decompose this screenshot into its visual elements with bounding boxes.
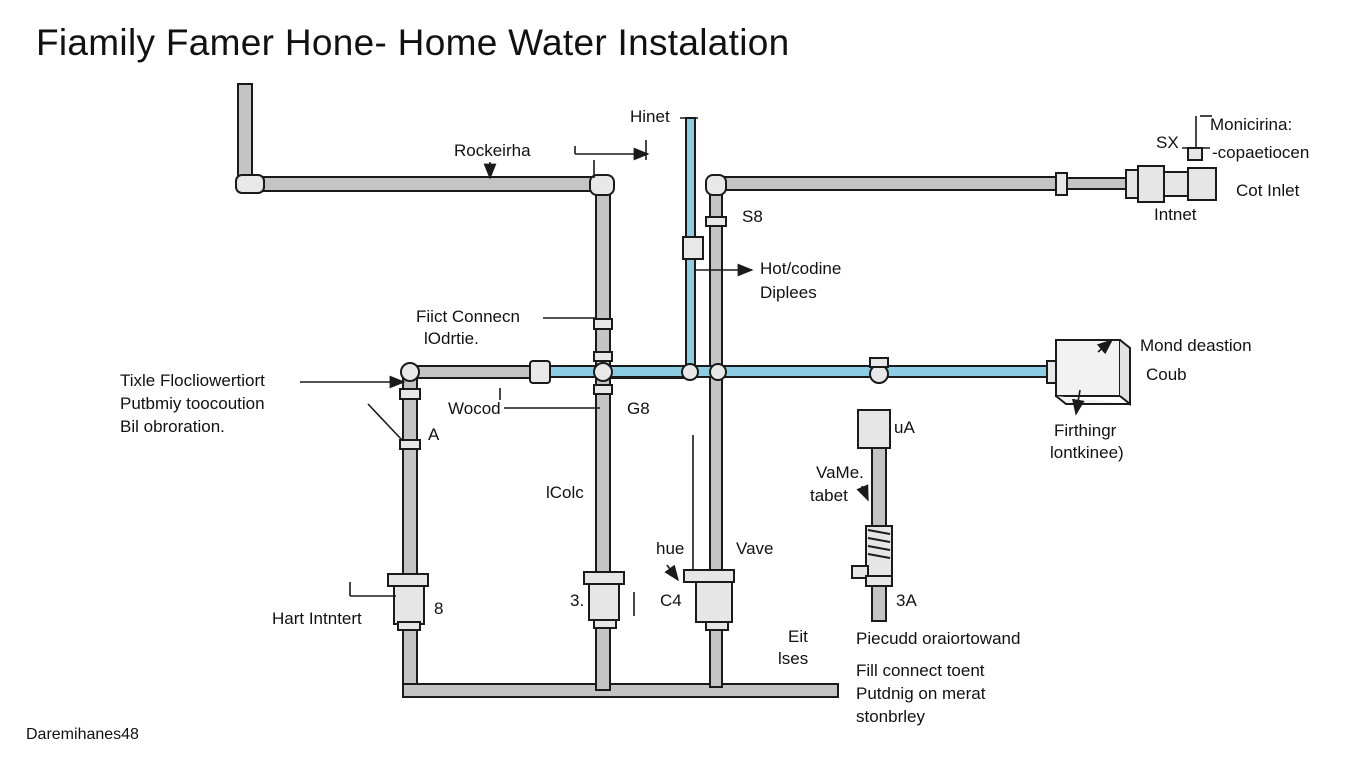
label-mond-deastion: Mond deastion <box>1140 336 1252 355</box>
pipe-bottom-horizontal <box>402 683 839 698</box>
label-mark-a: A <box>428 425 440 444</box>
valve-spring <box>867 529 891 559</box>
valve-center-body <box>588 583 620 621</box>
pipe-top-horizontal-right <box>709 176 1061 191</box>
coupling-blue <box>682 236 704 260</box>
label-fill-1: Fill connect toent <box>856 661 985 680</box>
inlet-valve-top <box>1187 147 1203 161</box>
pipe-inlet-extension <box>1065 177 1129 190</box>
pipe-center-riser <box>595 176 611 628</box>
joint-center <box>593 362 613 382</box>
inlet-coupler-4 <box>1187 167 1217 201</box>
label-icolc: lColc <box>546 483 584 502</box>
label-hart-intntert: Hart Intntert <box>272 609 362 628</box>
label-iontkinee: lontkinee) <box>1050 443 1124 462</box>
inlet-coupler-1 <box>1125 169 1139 199</box>
bottom-valves <box>387 409 893 631</box>
label-intnet: Intnet <box>1154 205 1197 224</box>
label-g8: G8 <box>627 399 650 418</box>
inlet-coupler-3 <box>1163 171 1189 197</box>
coupling-left-1 <box>399 388 421 400</box>
label-tixle-2: Putbmiy toocoution <box>120 394 265 413</box>
footer-credit: Daremihanes48 <box>26 726 139 743</box>
blue-water-lines <box>549 117 1051 378</box>
valve-center-nut <box>593 619 617 629</box>
label-s8: S8 <box>742 207 763 226</box>
label-hinet: Hinet <box>630 107 670 126</box>
label-copaetiocen: -copaetiocen <box>1212 143 1310 162</box>
annotation-lines <box>300 115 1212 616</box>
coupling-center-2 <box>593 351 613 362</box>
valve-mid-box <box>857 409 891 449</box>
valve-left-body <box>393 585 425 625</box>
label-rockeirha: Rockeirha <box>454 141 531 160</box>
valve-right-cap <box>683 569 735 583</box>
label-3a: 3A <box>896 591 917 610</box>
label-c4: C4 <box>660 591 682 610</box>
coupling-valve-top <box>869 357 889 368</box>
valve-left-cap <box>387 573 429 587</box>
pipe-center-bottom <box>595 619 611 691</box>
label-hue: hue <box>656 539 685 558</box>
elbow-top-left <box>235 174 265 194</box>
label-vave: Vave <box>736 539 774 558</box>
label-diplees: Diplees <box>760 283 817 302</box>
label-tixle-1: Tixle Flocliowertiort <box>120 371 265 390</box>
label-mark-8: 8 <box>434 599 444 618</box>
label-monicirina: Monicirina: <box>1210 115 1293 134</box>
label-mark-3: 3. <box>570 591 585 610</box>
label-fiict-connecn: Fiict Connecn <box>416 307 520 326</box>
coupling-center-1 <box>593 318 613 330</box>
joint-left <box>400 362 420 382</box>
label-coub: Coub <box>1146 365 1187 384</box>
label-fill-3: stonbrley <box>856 707 925 726</box>
valve-center-cap <box>583 571 625 585</box>
diagram-title: Fiamily Famer Hone- Home Water Instalati… <box>36 22 790 63</box>
label-valve-tabet-2: tabet <box>810 486 848 505</box>
valve-right-body <box>695 581 733 623</box>
label-fill-2: Putdnig on merat <box>856 684 986 703</box>
label-eit: Eit <box>788 627 808 646</box>
label-ua: uA <box>894 418 915 437</box>
elbow-top-right <box>705 174 727 196</box>
blue-pipe-horizontal <box>549 365 1051 378</box>
valve-right-nut <box>705 621 729 631</box>
label-tixle-3: Bil obroration. <box>120 417 225 436</box>
pipe-left-stub <box>412 365 539 379</box>
coupling-left-2 <box>399 439 421 450</box>
label-cot-inlet: Cot Inlet <box>1236 181 1300 200</box>
label-odrtie: lOdrtie. <box>424 329 479 348</box>
coupling-center-3 <box>593 384 613 395</box>
label-ises: lses <box>778 649 809 668</box>
joint-blue-1 <box>681 363 699 381</box>
inlet-coupler-2 <box>1137 165 1165 203</box>
label-valve-tabet-1: VaMe. <box>816 463 864 482</box>
label-sx: SX <box>1156 133 1179 152</box>
elbow-top-center <box>589 174 615 196</box>
valve-side-knob <box>851 565 869 579</box>
pipe-joints <box>235 172 1068 450</box>
valve-lower-base <box>865 575 893 587</box>
inlet-assembly <box>1125 147 1217 203</box>
gray-pipe-network <box>237 83 1129 698</box>
pipe-top-horizontal-left <box>237 176 609 192</box>
label-hot-codine: Hot/codine <box>760 259 842 278</box>
mond-box <box>1055 339 1131 407</box>
fitting-left-mid <box>529 360 551 384</box>
label-piecud: Piecudd oraiortowand <box>856 629 1021 648</box>
label-firthingr: Firthingr <box>1054 421 1117 440</box>
pipe-left-vertical <box>402 371 418 693</box>
valve-left-nut <box>397 621 421 631</box>
joint-blue-2 <box>709 363 727 381</box>
pipe-left-riser-top <box>237 83 253 185</box>
fitting-top-right <box>1055 172 1068 196</box>
coupling-right-top <box>705 216 727 227</box>
label-wocod: Wocod <box>448 399 501 418</box>
